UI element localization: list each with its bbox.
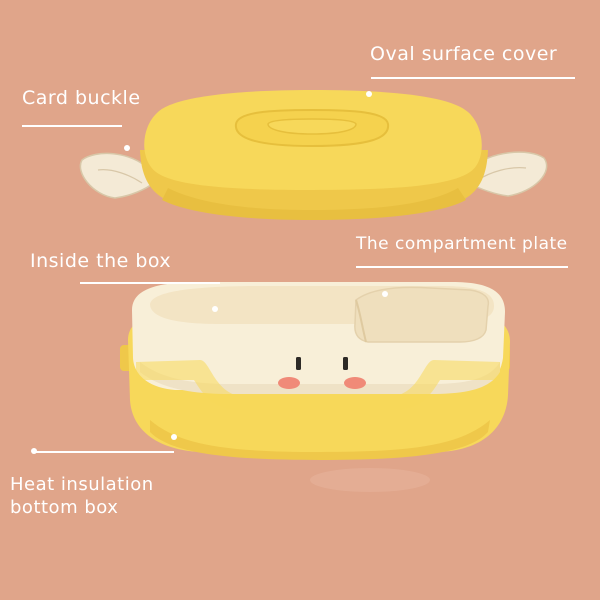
pointer-dot-compartment [382, 291, 388, 297]
cute-face [278, 357, 366, 389]
pointer-line-heat-insulation [34, 451, 174, 453]
pointer-dot-card-buckle [124, 145, 130, 151]
left-eye [296, 357, 301, 370]
pointer-dot-heat-insulation-end [171, 434, 177, 440]
label-heat-insulation-line2: bottom box [10, 497, 119, 518]
pointer-dot-oval-cover [366, 91, 372, 97]
left-card-buckle [79, 152, 156, 199]
label-oval-surface-cover: Oval surface cover [370, 43, 558, 65]
pointer-line-oval-cover [371, 77, 575, 79]
pointer-line-card-buckle [22, 125, 122, 127]
label-inside-box: Inside the box [30, 250, 172, 272]
pointer-dot-heat-insulation [31, 448, 37, 454]
pointer-dot-inside-box [212, 306, 218, 312]
oval-lid [79, 90, 548, 220]
pointer-line-inside-box [80, 282, 220, 284]
right-eye [343, 357, 348, 370]
label-heat-insulation-line1: Heat insulation [10, 474, 154, 495]
right-cheek [344, 377, 366, 389]
lunch-box-base [120, 282, 510, 492]
label-card-buckle: Card buckle [22, 87, 141, 109]
left-cheek [278, 377, 300, 389]
pointer-line-compartment [356, 266, 568, 268]
label-compartment-plate: The compartment plate [356, 234, 568, 254]
